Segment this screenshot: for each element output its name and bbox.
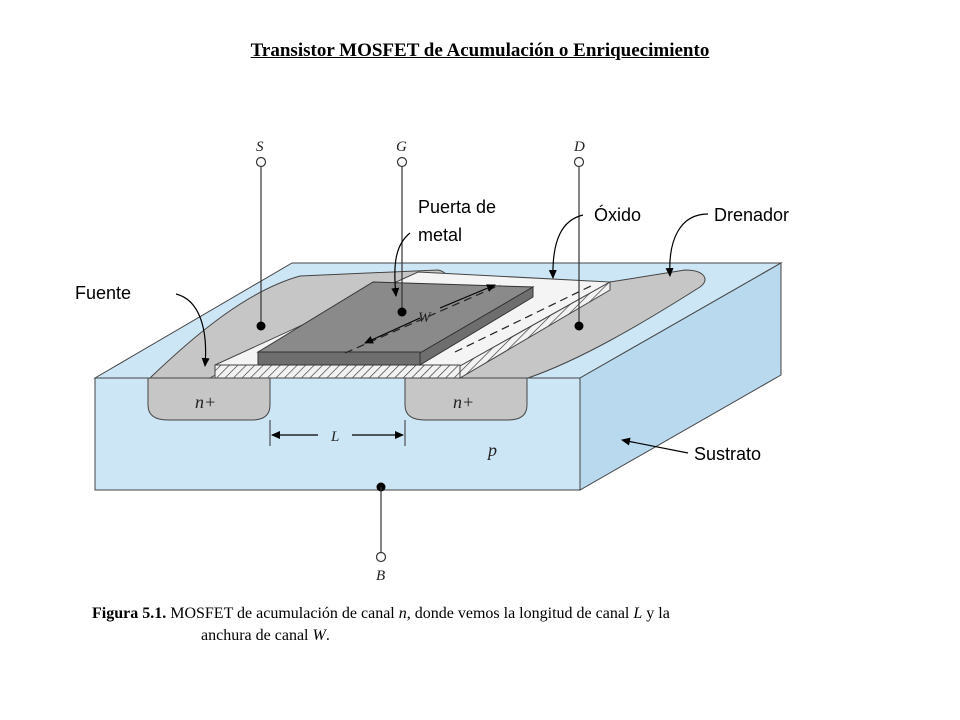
body-terminal-node bbox=[375, 551, 387, 563]
gate-metal-pointer bbox=[391, 232, 411, 297]
source-region-front bbox=[147, 377, 271, 421]
drain-terminal-label: D bbox=[573, 139, 585, 155]
oxide-layer-front bbox=[214, 364, 461, 379]
caption-figure-label: Figura 5.1. bbox=[92, 605, 167, 622]
gate-contact-dot bbox=[397, 307, 407, 317]
drain-region-front bbox=[404, 377, 528, 421]
page-title: Transistor MOSFET de Acumulación o Enriq… bbox=[250, 40, 710, 61]
metal-gate-front bbox=[257, 351, 421, 366]
length-symbol: L bbox=[330, 429, 339, 445]
source-contact-dot bbox=[256, 321, 266, 331]
drain-terminal-node bbox=[573, 156, 585, 168]
caption-text-part1: MOSFET de acumulación de canal bbox=[170, 605, 399, 622]
oxide-label: Óxido bbox=[594, 204, 641, 225]
gate-terminal-node bbox=[396, 156, 408, 168]
caption-channel-type: n bbox=[398, 605, 407, 622]
drain-doping-label: n+ bbox=[453, 392, 474, 412]
caption-width-symbol: W bbox=[312, 627, 326, 644]
gate-metal-label-line2: metal bbox=[418, 225, 462, 245]
drain-pointer bbox=[665, 213, 709, 277]
drain-label: Drenador bbox=[714, 205, 789, 225]
width-arrow-down bbox=[364, 317, 421, 344]
source-terminal-node bbox=[255, 156, 267, 168]
caption-line2-part1: anchura de canal bbox=[201, 627, 313, 644]
substrate-label: Sustrato bbox=[694, 444, 761, 464]
oxide-pointer bbox=[548, 214, 584, 279]
caption-line2-part2: . bbox=[325, 627, 330, 644]
substrate-doping-label: p bbox=[486, 440, 497, 460]
source-doping-label: n+ bbox=[195, 392, 216, 412]
source-label: Fuente bbox=[75, 283, 131, 303]
caption-text-part3: y la bbox=[642, 605, 670, 622]
gate-metal-label-line1: Puerta de bbox=[418, 197, 496, 217]
drain-contact-dot bbox=[574, 321, 584, 331]
substrate-pointer bbox=[621, 437, 689, 454]
source-terminal-label: S bbox=[256, 139, 264, 155]
figure-caption: Figura 5.1. MOSFET de acumulación de can… bbox=[92, 603, 892, 647]
width-symbol: W bbox=[418, 310, 432, 326]
caption-length-symbol: L bbox=[633, 605, 643, 622]
source-pointer bbox=[175, 293, 210, 367]
body-terminal-label: B bbox=[376, 568, 385, 584]
caption-text-part2: , donde vemos la longitud de canal bbox=[406, 605, 634, 622]
gate-terminal-label: G bbox=[396, 139, 407, 155]
width-arrow-up bbox=[439, 284, 496, 309]
caption-line2: anchura de canal W. bbox=[92, 625, 892, 647]
